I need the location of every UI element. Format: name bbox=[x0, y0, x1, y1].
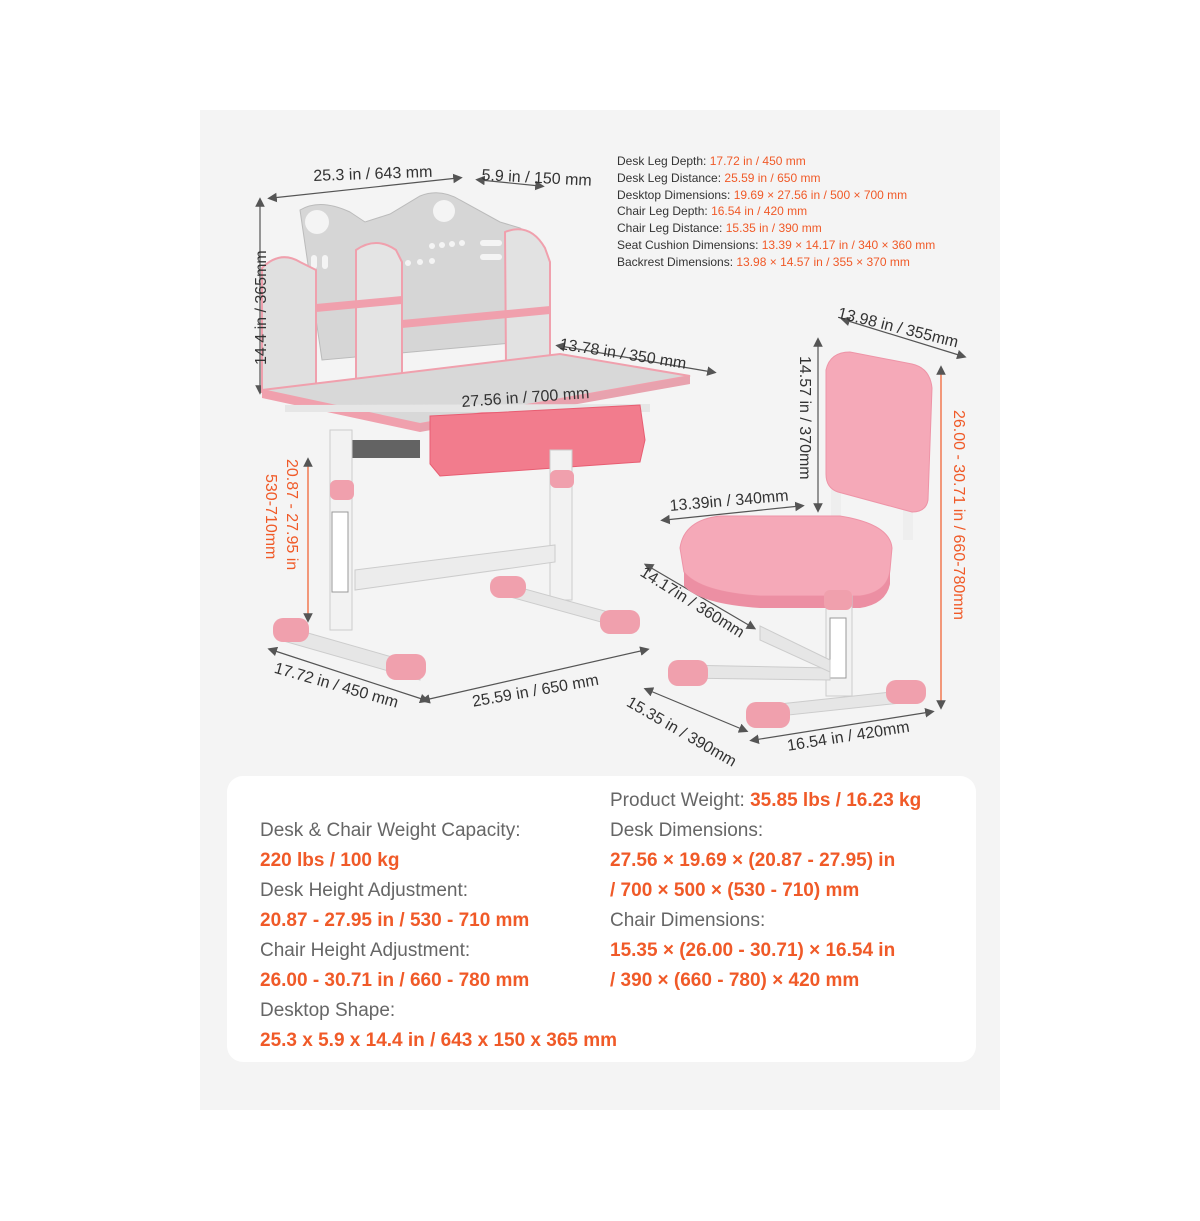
dim-desk-height: 20.87 - 27.95 in bbox=[283, 459, 300, 571]
chair-dims-value: 15.35 × (26.00 - 30.71) × 16.54 in bbox=[610, 940, 896, 961]
chair-height-label: Chair Height Adjustment: bbox=[260, 940, 471, 961]
desktop-shape-value: 25.3 x 5.9 x 14.4 in / 643 x 150 x 365 m… bbox=[260, 1030, 618, 1051]
desk-dims-label: Desk Dimensions: bbox=[610, 820, 764, 841]
desk-drawing bbox=[261, 192, 691, 681]
spec-row: Chair Leg Distance: 15.35 in / 390 mm bbox=[617, 221, 822, 236]
desk-dims-value: 27.56 × 19.69 × (20.87 - 27.95) in bbox=[610, 850, 896, 871]
desk-dims-value-mm: / 700 × 500 × (530 - 710) mm bbox=[610, 880, 860, 901]
desktop-shape-label: Desktop Shape: bbox=[260, 1000, 396, 1021]
chair-dims-value-mm: / 390 × (660 - 780) × 420 mm bbox=[610, 970, 860, 991]
desk-height-label: Desk Height Adjustment: bbox=[260, 880, 469, 901]
dimension-lines bbox=[255, 173, 967, 744]
spec-row: Desktop Dimensions: 19.69 × 27.56 in / 5… bbox=[617, 187, 908, 202]
summary-card bbox=[227, 776, 976, 1062]
chair-drawing bbox=[668, 351, 933, 728]
desk-height-value: 20.87 - 27.95 in / 530 - 710 mm bbox=[260, 910, 530, 931]
capacity-label: Desk & Chair Weight Capacity: bbox=[260, 820, 521, 841]
summary-right-column: Product Weight: 35.85 lbs / 16.23 kg Des… bbox=[610, 786, 921, 996]
dim-desk-height-mm: 530-710mm bbox=[262, 474, 279, 560]
dim-chair-height: 26.00 - 30.71 in / 660-780mm bbox=[950, 410, 967, 620]
spec-row: Desk Leg Depth: 17.72 in / 450 mm bbox=[617, 154, 806, 168]
spec-row: Seat Cushion Dimensions: 13.39 × 14.17 i… bbox=[617, 237, 936, 252]
spec-row: Chair Leg Depth: 16.54 in / 420 mm bbox=[617, 204, 808, 219]
chair-height-value: 26.00 - 30.71 in / 660 - 780 mm bbox=[260, 970, 530, 991]
product-weight: Product Weight: 35.85 lbs / 16.23 kg bbox=[610, 790, 922, 811]
capacity-value: 220 lbs / 100 kg bbox=[260, 850, 400, 871]
dim-backrest-height: 14.57 in / 370mm bbox=[796, 356, 813, 480]
spec-list: Desk Leg Depth: 17.72 in / 450 mm Desk L… bbox=[617, 153, 935, 271]
spec-row: Backrest Dimensions: 13.98 × 14.57 in / … bbox=[617, 254, 910, 269]
dim-hutch-height: 14.4 in / 365mm bbox=[253, 250, 270, 365]
product-weight-value: 35.85 lbs / 16.23 kg bbox=[750, 790, 922, 811]
summary-left-column: Desk & Chair Weight Capacity: 220 lbs / … bbox=[260, 816, 617, 1056]
chair-dims-label: Chair Dimensions: bbox=[610, 910, 766, 931]
spec-row: Desk Leg Distance: 25.59 in / 650 mm bbox=[617, 170, 821, 185]
